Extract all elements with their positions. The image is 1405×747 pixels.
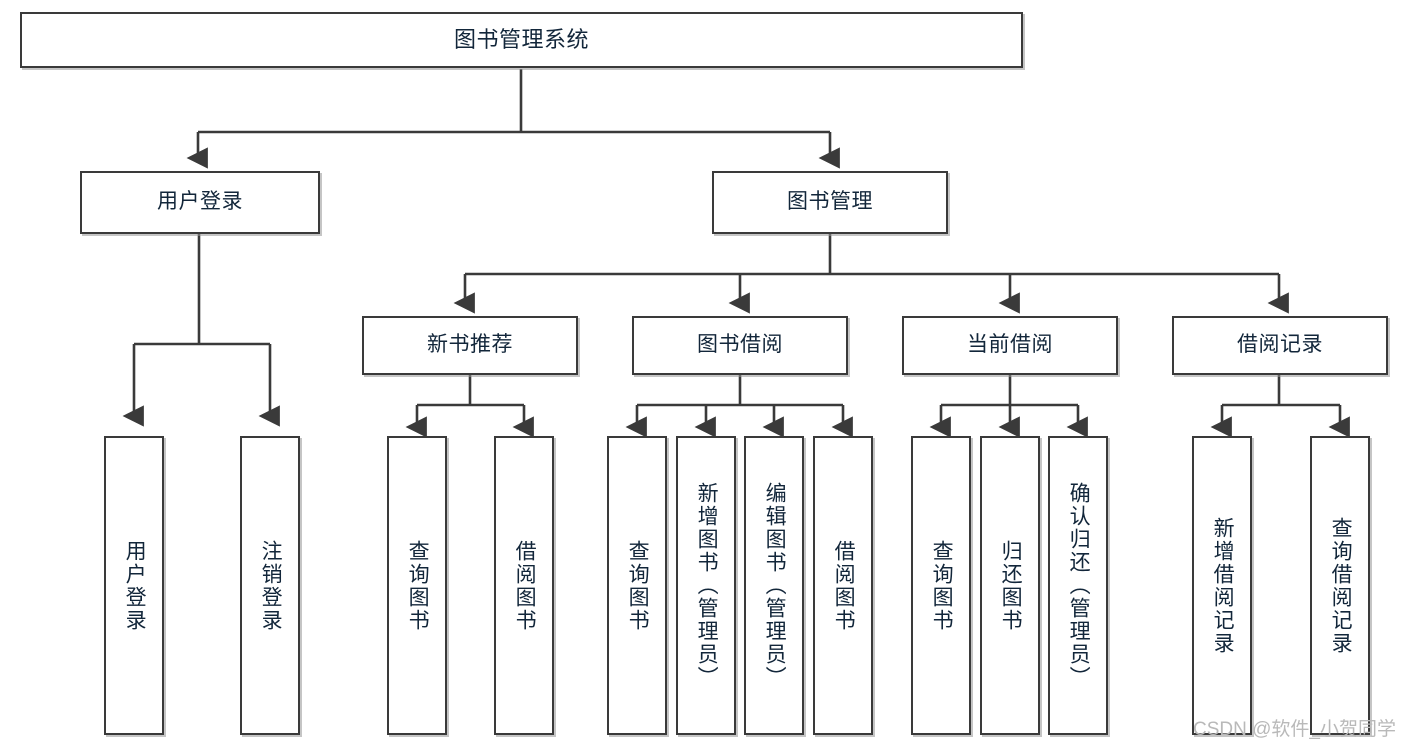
node-label: 借阅图书 xyxy=(513,539,537,632)
node-label: 查询图书 xyxy=(626,539,650,632)
node-label: 查询借阅记录 xyxy=(1329,516,1353,655)
node-leaf-add-borrow-record[interactable]: 新增借阅记录 xyxy=(1192,436,1252,735)
node-leaf-borrow-book-recommend[interactable]: 借阅图书 xyxy=(494,436,554,735)
node-leaf-return-book[interactable]: 归还图书 xyxy=(980,436,1040,735)
node-label: 用户登录 xyxy=(157,190,243,214)
node-leaf-add-book-admin[interactable]: 新增图书（管理员） xyxy=(676,436,736,735)
node-leaf-query-book-recommend[interactable]: 查询图书 xyxy=(387,436,447,735)
node-label: 借阅图书 xyxy=(832,539,856,632)
node-label: 编辑图书（管理员） xyxy=(763,482,787,689)
node-label: 归还图书 xyxy=(999,539,1023,632)
node-label: 注销登录 xyxy=(259,539,283,632)
node-label: 图书管理 xyxy=(787,190,873,214)
node-label: 借阅记录 xyxy=(1237,333,1323,357)
node-leaf-user-login[interactable]: 用户登录 xyxy=(104,436,164,735)
node-leaf-confirm-return-admin[interactable]: 确认归还（管理员） xyxy=(1048,436,1108,735)
node-leaf-query-borrow-record[interactable]: 查询借阅记录 xyxy=(1310,436,1370,735)
node-label: 新增图书（管理员） xyxy=(695,482,719,689)
node-label: 当前借阅 xyxy=(967,333,1053,357)
node-leaf-logout[interactable]: 注销登录 xyxy=(240,436,300,735)
node-root-system[interactable]: 图书管理系统 xyxy=(20,12,1023,68)
node-current-borrow[interactable]: 当前借阅 xyxy=(902,316,1118,375)
node-leaf-borrow-book[interactable]: 借阅图书 xyxy=(813,436,873,735)
node-label: 用户登录 xyxy=(123,539,147,632)
node-leaf-query-book-current[interactable]: 查询图书 xyxy=(911,436,971,735)
node-label: 查询图书 xyxy=(930,539,954,632)
node-borrow-record[interactable]: 借阅记录 xyxy=(1172,316,1388,375)
node-book-borrow[interactable]: 图书借阅 xyxy=(632,316,848,375)
node-book-management[interactable]: 图书管理 xyxy=(712,171,948,234)
node-user-login[interactable]: 用户登录 xyxy=(80,171,320,234)
node-label: 新书推荐 xyxy=(427,333,513,357)
node-label: 图书管理系统 xyxy=(453,27,589,53)
node-label: 新增借阅记录 xyxy=(1211,516,1235,655)
node-label: 确认归还（管理员） xyxy=(1067,482,1091,689)
node-label: 查询图书 xyxy=(406,539,430,632)
csdn-watermark: CSDN @软件_小贺同学 xyxy=(1193,719,1396,740)
node-new-book-recommend[interactable]: 新书推荐 xyxy=(362,316,578,375)
node-leaf-query-book-borrow[interactable]: 查询图书 xyxy=(607,436,667,735)
node-leaf-edit-book-admin[interactable]: 编辑图书（管理员） xyxy=(744,436,804,735)
node-label: 图书借阅 xyxy=(697,333,783,357)
